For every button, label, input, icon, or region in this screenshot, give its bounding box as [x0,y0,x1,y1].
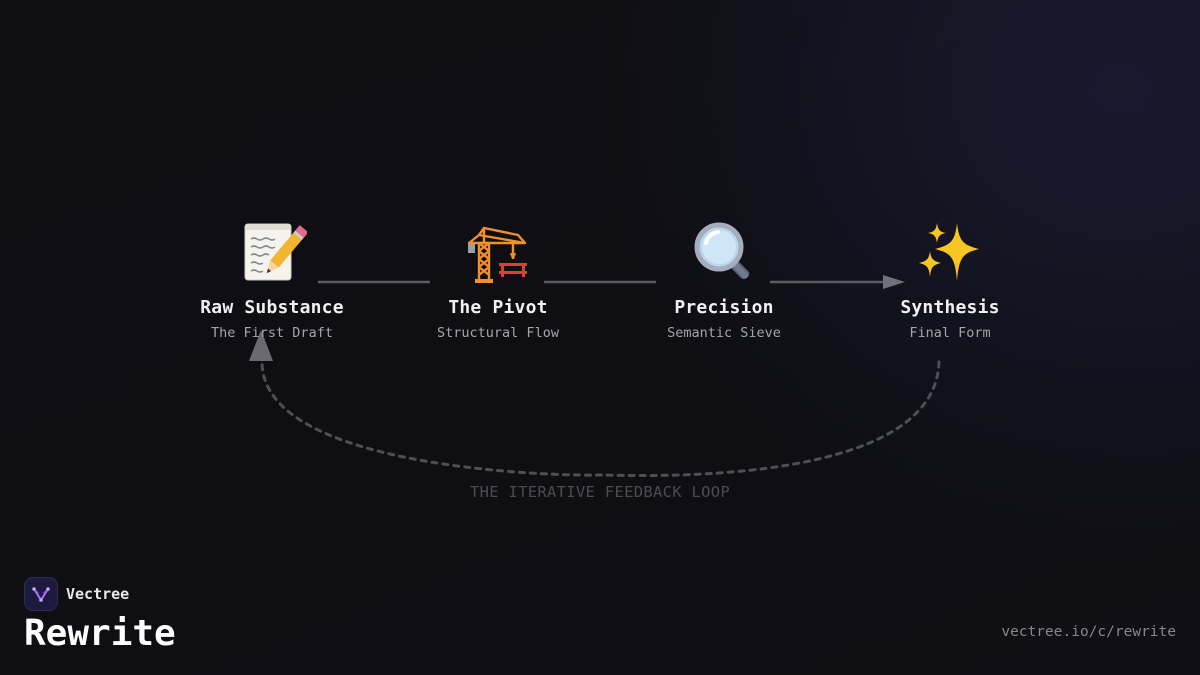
step-subtitle: Structural Flow [437,325,559,341]
feedback-loop-arrowhead [249,330,273,361]
step-subtitle: The First Draft [211,325,333,341]
brand: Vectree [24,577,129,611]
page-url[interactable]: vectree.io/c/rewrite [1001,624,1176,640]
magnifying-glass-icon [694,222,750,280]
feedback-loop-label: THE ITERATIVE FEEDBACK LOOP [469,483,731,501]
step-title: Synthesis [900,297,1000,318]
construction-crane-icon [467,226,527,283]
step-subtitle: Final Form [909,325,991,341]
brand-name: Vectree [66,585,130,603]
step-the-pivot: The Pivot Structural Flow [398,219,598,341]
feedback-loop-path [260,360,941,478]
step-title: The Pivot [448,297,548,318]
step-subtitle: Semantic Sieve [667,325,781,341]
step-precision: Precision Semantic Sieve [624,219,824,341]
page-title: Rewrite [24,613,176,654]
step-synthesis: Synthesis Final Form [850,219,1050,341]
vectree-logo-mark [32,587,50,602]
memo-icon [244,223,307,281]
vectree-logo-icon [24,577,58,611]
sparkles-icon [919,223,979,281]
step-raw-substance: Raw Substance The First Draft [172,219,372,341]
connector-arrowhead-3 [883,275,905,289]
step-title: Precision [674,297,774,318]
step-title: Raw Substance [200,297,344,318]
